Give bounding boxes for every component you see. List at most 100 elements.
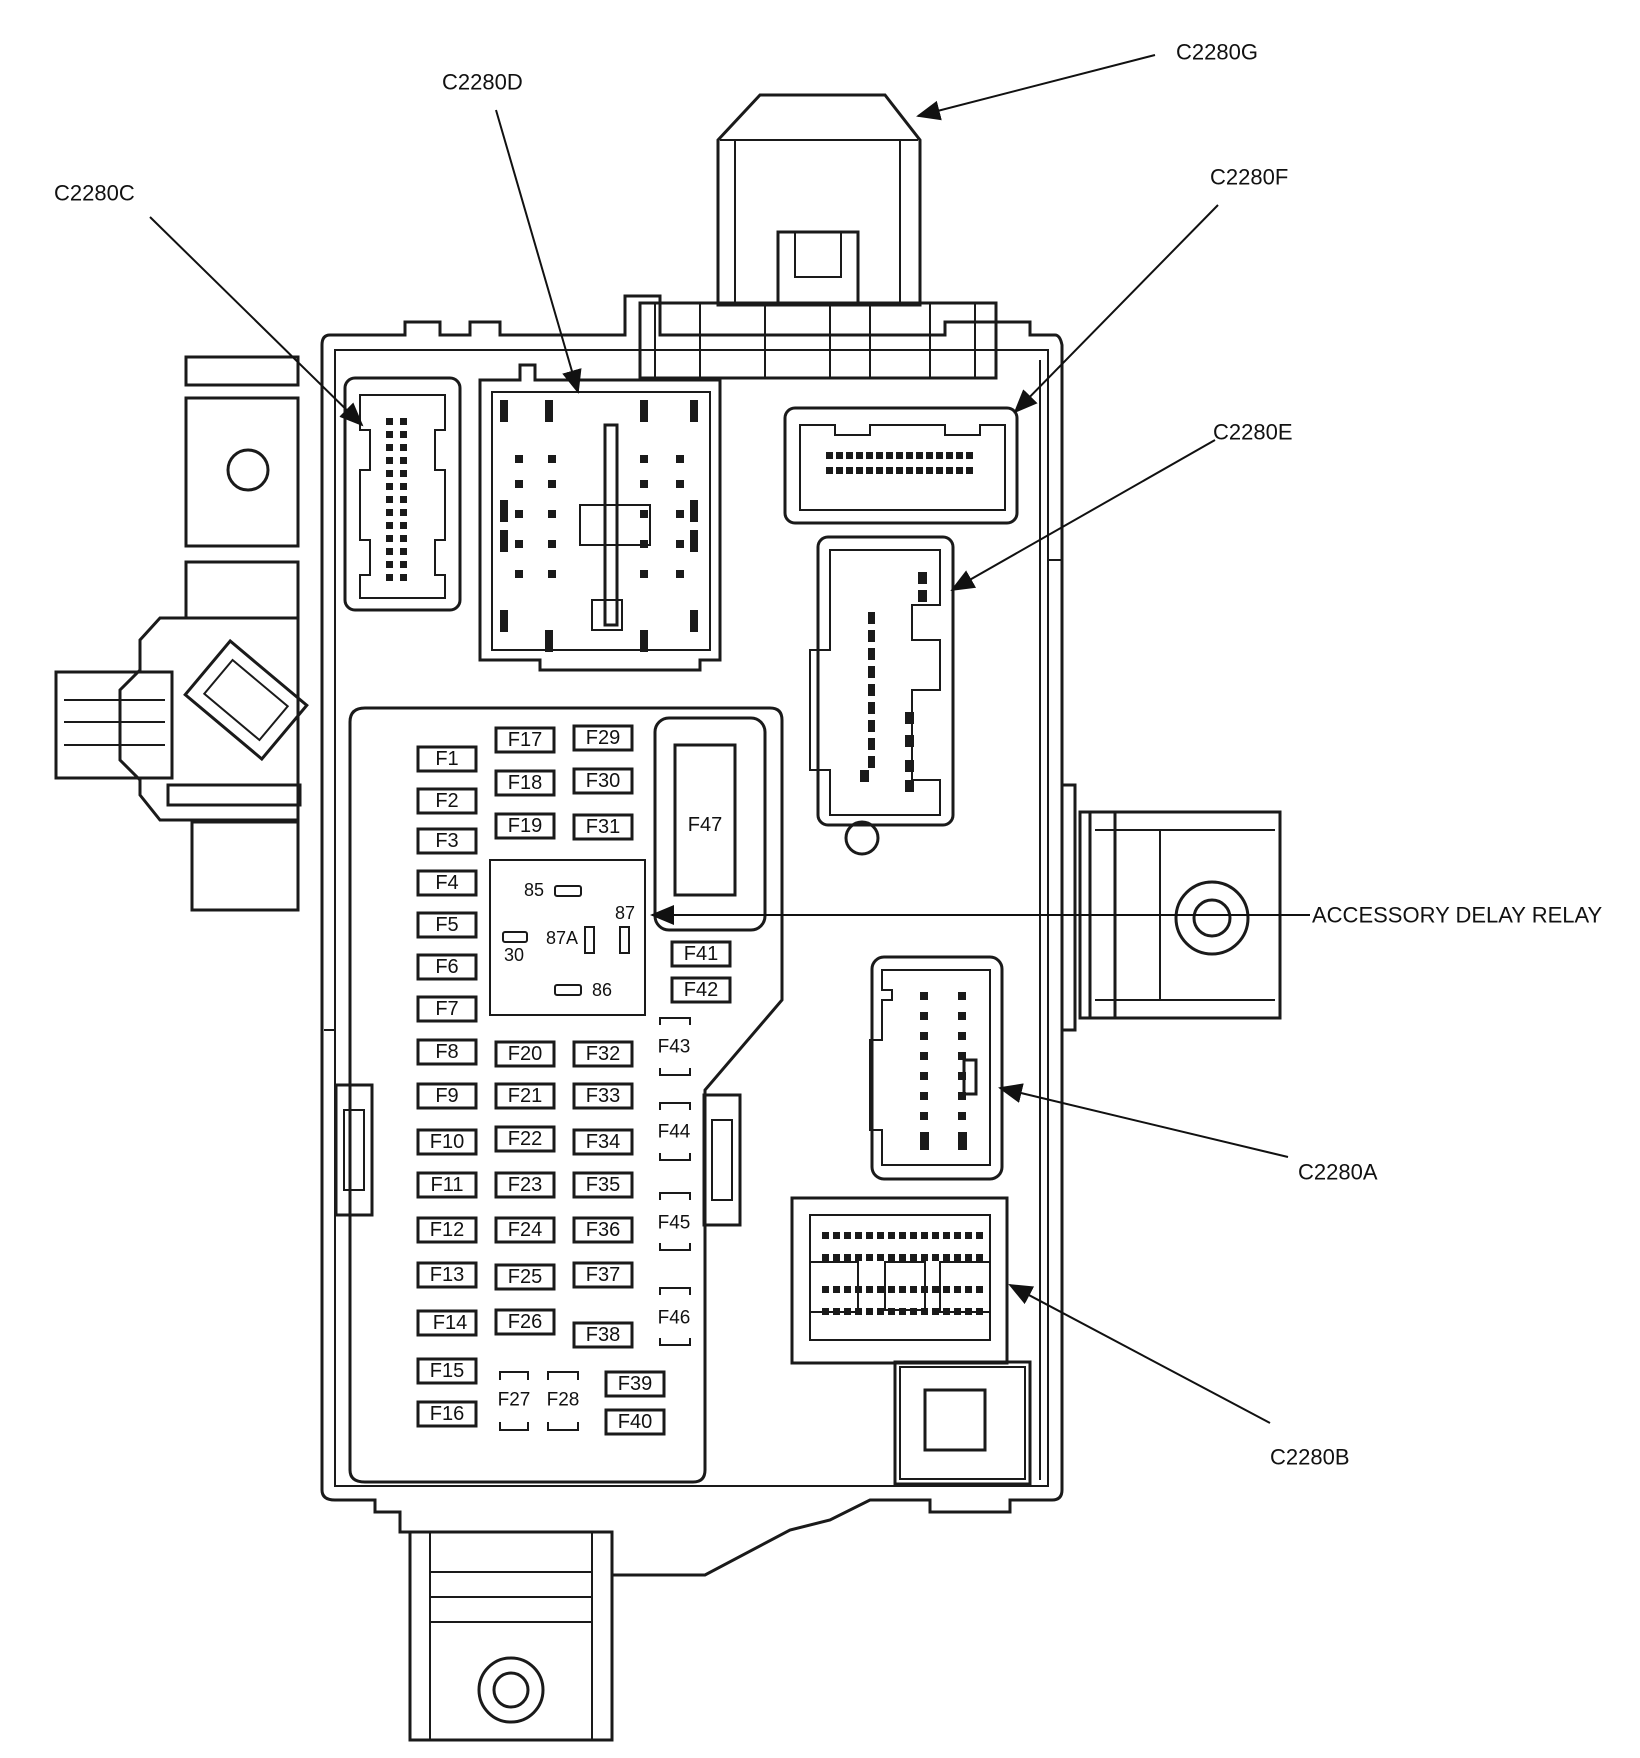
connector-pin bbox=[956, 467, 963, 474]
connector-pin bbox=[920, 1012, 928, 1020]
arrow-c2280c bbox=[149, 216, 364, 427]
svg-text:F2: F2 bbox=[435, 790, 458, 812]
svg-text:F4: F4 bbox=[435, 872, 458, 894]
svg-text:F9: F9 bbox=[435, 1085, 458, 1107]
connector-pin bbox=[918, 572, 927, 584]
connector-pin bbox=[958, 992, 966, 1000]
connector-pin bbox=[906, 467, 913, 474]
connector-pin bbox=[386, 470, 393, 477]
connector-pin bbox=[515, 540, 523, 548]
svg-text:F20: F20 bbox=[508, 1043, 542, 1065]
connector-pin bbox=[877, 1308, 884, 1315]
svg-text:F33: F33 bbox=[586, 1085, 620, 1107]
fuse-f31: F31 bbox=[572, 813, 634, 841]
connector-c2280d bbox=[478, 363, 722, 672]
connector-pin bbox=[920, 1112, 928, 1120]
fuse-f34: F34 bbox=[572, 1128, 634, 1156]
fuse-f41: F41 bbox=[670, 940, 732, 968]
svg-text:F23: F23 bbox=[508, 1174, 542, 1196]
fuse-f29: F29 bbox=[572, 724, 634, 752]
svg-text:F32: F32 bbox=[586, 1043, 620, 1065]
connector-pin bbox=[965, 1254, 972, 1261]
connector-pin bbox=[921, 1286, 928, 1293]
connector-pin bbox=[866, 1232, 873, 1239]
fuse-f33: F33 bbox=[572, 1082, 634, 1110]
connector-pin bbox=[548, 540, 556, 548]
connector-pin bbox=[833, 1286, 840, 1293]
connector-pin bbox=[400, 522, 407, 529]
connector-pin bbox=[921, 1232, 928, 1239]
connector-pin bbox=[876, 467, 883, 474]
connector-pin bbox=[833, 1232, 840, 1239]
connector-pin bbox=[866, 1286, 873, 1293]
connector-pin bbox=[855, 1254, 862, 1261]
connector-pin bbox=[877, 1286, 884, 1293]
connector-pin bbox=[822, 1232, 829, 1239]
connector-pin bbox=[844, 1308, 851, 1315]
connector-pin bbox=[899, 1286, 906, 1293]
arrow-c2280g bbox=[916, 54, 1156, 121]
svg-text:F25: F25 bbox=[508, 1266, 542, 1288]
connector-pin bbox=[866, 1308, 873, 1315]
connector-pin bbox=[822, 1254, 829, 1261]
svg-text:F17: F17 bbox=[508, 729, 542, 751]
arrow-c2280f bbox=[1013, 204, 1219, 414]
connector-pin bbox=[888, 1254, 895, 1261]
fuse-f37: F37 bbox=[572, 1261, 634, 1289]
fuse-panel bbox=[334, 706, 784, 1484]
svg-text:F31: F31 bbox=[586, 816, 620, 838]
fuse-f44: F44 bbox=[658, 1102, 691, 1161]
fuse-f23: F23 bbox=[494, 1171, 556, 1199]
fuse-f35: F35 bbox=[572, 1171, 634, 1199]
connector-pin bbox=[676, 510, 684, 518]
connector-pin bbox=[640, 400, 648, 422]
connector-pin bbox=[868, 738, 875, 750]
fuse-f45: F45 bbox=[658, 1192, 691, 1251]
open-fuse-slots: F27 F28 F43 F44 F45 F46 bbox=[498, 1017, 691, 1431]
connector-pin bbox=[954, 1254, 961, 1261]
relay-pin-86: 86 bbox=[592, 980, 612, 1000]
connector-pin bbox=[640, 570, 648, 578]
connector-pin bbox=[906, 452, 913, 459]
connector-pin bbox=[386, 561, 393, 568]
connector-pin bbox=[868, 702, 875, 714]
relay-pin-30: 30 bbox=[504, 945, 524, 965]
fuse-f28: F28 bbox=[547, 1371, 579, 1431]
svg-text:F24: F24 bbox=[508, 1219, 542, 1241]
connector-pin bbox=[846, 452, 853, 459]
connector-pin bbox=[921, 1254, 928, 1261]
fuse-f24: F24 bbox=[494, 1216, 556, 1244]
connector-pin bbox=[976, 1254, 983, 1261]
connector-pin bbox=[943, 1308, 950, 1315]
connector-pin bbox=[976, 1232, 983, 1239]
fuse-f25: F25 bbox=[494, 1263, 556, 1291]
svg-text:F15: F15 bbox=[430, 1360, 464, 1382]
connector-pin bbox=[844, 1286, 851, 1293]
callout-labels: C2280G C2280D C2280C C2280F C2280E ACCES… bbox=[54, 40, 1603, 1470]
connector-pin bbox=[958, 1132, 967, 1150]
svg-text:F11: F11 bbox=[431, 1174, 464, 1196]
connector-pin bbox=[690, 400, 698, 422]
fuse-f1: F1 bbox=[416, 745, 478, 773]
fuse-f6: F6 bbox=[416, 953, 478, 981]
connector-pin bbox=[515, 510, 523, 518]
connector-pin bbox=[888, 1308, 895, 1315]
connector-pin bbox=[386, 418, 393, 425]
connector-pin bbox=[640, 510, 648, 518]
connector-pin bbox=[868, 630, 875, 642]
connector-pin bbox=[946, 452, 953, 459]
connector-pin bbox=[833, 1308, 840, 1315]
fuse-f30: F30 bbox=[572, 767, 634, 795]
connector-pin bbox=[386, 444, 393, 451]
fuse-f38: F38 bbox=[572, 1321, 634, 1349]
fuse-f20: F20 bbox=[494, 1040, 556, 1068]
svg-text:F14: F14 bbox=[433, 1312, 467, 1334]
connector-pin bbox=[856, 452, 863, 459]
connector-pin bbox=[956, 452, 963, 459]
connector-pin bbox=[921, 1308, 928, 1315]
connector-pin bbox=[876, 452, 883, 459]
label-c2280d: C2280D bbox=[442, 70, 523, 95]
connector-pin bbox=[943, 1254, 950, 1261]
connector-pin bbox=[822, 1308, 829, 1315]
connector-pin bbox=[932, 1286, 939, 1293]
